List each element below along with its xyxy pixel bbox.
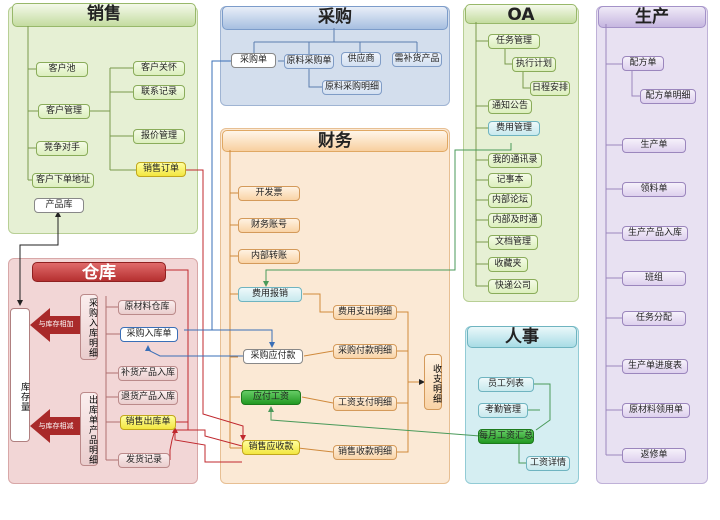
customer-order-address-node[interactable]: 客户下单地址 (32, 173, 94, 188)
finance-account-node[interactable]: 财务账号 (238, 218, 300, 233)
supplier-node[interactable]: 供应商 (341, 52, 381, 67)
expense-reimburse-node[interactable]: 费用报销 (238, 287, 302, 302)
return-inbound-node[interactable]: 退货产品入库 (118, 390, 178, 405)
task-assign-node[interactable]: 任务分配 (622, 311, 686, 326)
product-library-node[interactable]: 产品库 (34, 198, 84, 213)
raw-material-purchase-node[interactable]: 原料采购单 (284, 54, 334, 69)
employee-list-node[interactable]: 员工列表 (478, 377, 534, 392)
raw-material-warehouse-node[interactable]: 原材料仓库 (118, 300, 176, 315)
production-order-node[interactable]: 生产单 (622, 138, 686, 153)
internal-im-node[interactable]: 内部及时通 (488, 213, 542, 228)
internal-forum-node[interactable]: 内部论坛 (488, 193, 532, 208)
stock-add-label: 与库存相加 (38, 320, 74, 328)
wage-payment-detail-node[interactable]: 工资支付明细 (333, 396, 397, 411)
warehouse-big-arrows (30, 308, 80, 443)
material-requisition-node[interactable]: 领料单 (622, 182, 686, 197)
courier-node[interactable]: 快递公司 (488, 279, 538, 294)
doc-mgmt-node[interactable]: 文档管理 (488, 235, 538, 250)
purchase-inbound-node[interactable]: 采购入库单 (120, 327, 178, 342)
material-use-node[interactable]: 原材料领用单 (622, 403, 690, 418)
favorites-node[interactable]: 收藏夹 (488, 257, 528, 272)
sales-receivable-node[interactable]: 销售应收款 (242, 440, 300, 455)
sales-panel (8, 6, 198, 234)
schedule-node[interactable]: 日程安排 (530, 81, 570, 96)
task-mgmt-node[interactable]: 任务管理 (488, 34, 540, 49)
internal-transfer-node[interactable]: 内部转账 (238, 249, 300, 264)
outbound-product-detail-label: 出库单产品明细 (80, 392, 98, 466)
raw-material-purchase-detail-node[interactable]: 原料采购明细 (322, 80, 382, 95)
warehouse-title: 仓库 (32, 262, 166, 283)
attendance-node[interactable]: 考勤管理 (478, 403, 528, 418)
customer-care-node[interactable]: 客户关怀 (133, 61, 185, 76)
contact-record-node[interactable]: 联系记录 (133, 85, 185, 100)
sales-outbound-node[interactable]: 销售出库单 (120, 415, 176, 430)
notebook-node[interactable]: 记事本 (488, 173, 532, 188)
restock-product-node[interactable]: 需补货产品 (392, 52, 442, 67)
expense-detail-node[interactable]: 费用支出明细 (333, 305, 397, 320)
competitor-node[interactable]: 竞争对手 (36, 141, 88, 156)
customer-mgmt-node[interactable]: 客户管理 (38, 104, 90, 119)
oa-title: OA (465, 4, 577, 25)
notice-node[interactable]: 通知公告 (488, 99, 532, 114)
team-node[interactable]: 班组 (622, 271, 686, 286)
my-contacts-node[interactable]: 我的通讯录 (488, 153, 542, 168)
sales-title: 销售 (12, 3, 196, 27)
customer-pool-node[interactable]: 客户池 (36, 62, 88, 77)
purchase-payable-node[interactable]: 采购应付款 (243, 349, 303, 364)
formula-detail-node[interactable]: 配方单明细 (640, 89, 696, 104)
progress-node[interactable]: 生产单进度表 (622, 359, 688, 374)
wage-detail-node[interactable]: 工资详情 (526, 456, 570, 471)
shipping-record-node[interactable]: 发货记录 (118, 453, 170, 468)
quote-mgmt-node[interactable]: 报价管理 (133, 129, 185, 144)
sales-receipt-detail-node[interactable]: 销售收款明细 (333, 445, 397, 460)
stock-subtract-label: 与库存相减 (38, 422, 74, 430)
production-title: 生产 (598, 6, 706, 28)
purchase-payment-detail-node[interactable]: 采购付款明细 (333, 344, 397, 359)
hr-title: 人事 (467, 326, 577, 348)
income-expense-detail-node[interactable]: 收支明细 (424, 354, 442, 410)
repair-node[interactable]: 返修单 (622, 448, 686, 463)
product-inbound-node[interactable]: 生产产品入库 (622, 226, 688, 241)
exec-plan-node[interactable]: 执行计划 (512, 57, 556, 72)
purchase-order-node[interactable]: 采购单 (231, 53, 276, 68)
formula-node[interactable]: 配方单 (622, 56, 664, 71)
purchase-inbound-detail-label: 采购入库明细 (80, 294, 98, 360)
stock-node[interactable]: 库存量 (10, 308, 30, 442)
purchase-title: 采购 (222, 6, 448, 30)
expense-mgmt-node[interactable]: 费用管理 (488, 121, 540, 136)
finance-title: 财务 (222, 130, 448, 152)
restock-inbound-node[interactable]: 补货产品入库 (118, 366, 178, 381)
sales-order-node[interactable]: 销售订单 (136, 162, 186, 177)
wage-payable-node[interactable]: 应付工资 (241, 390, 301, 405)
invoice-node[interactable]: 开发票 (238, 186, 300, 201)
monthly-wage-summary-node[interactable]: 每月工资汇总 (478, 429, 534, 444)
